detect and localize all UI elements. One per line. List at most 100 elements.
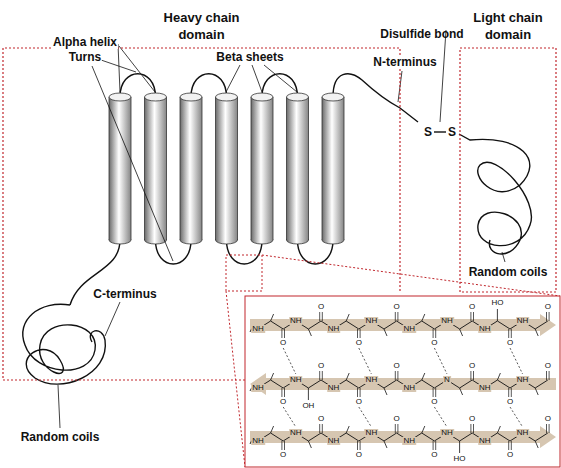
domain-column: Disulfide bond [400, 48, 460, 292]
domain-box: Light chain domain [460, 48, 556, 292]
carbonyl-bond [357, 388, 358, 397]
methyl-stub [535, 329, 538, 336]
carbonyl-bond [549, 312, 550, 321]
domain-outline [460, 48, 556, 292]
cylinder-top [251, 93, 273, 101]
methyl-stub [460, 329, 463, 336]
leader-line [58, 385, 60, 428]
methyl-stub [384, 388, 387, 395]
atom-symbol: S [423, 125, 433, 139]
cylinder-top [145, 93, 167, 101]
disulfide-line [434, 131, 446, 132]
atom-label: NH [289, 317, 303, 325]
turns [120, 74, 333, 264]
carbonyl-bond [357, 441, 358, 450]
atom-label: O [468, 415, 476, 423]
carbonyl-bond [322, 424, 323, 433]
part-label: Beta sheets [215, 50, 284, 64]
methyl-stub [535, 388, 538, 395]
cylinder-side [273, 97, 274, 240]
magnifier [226, 255, 560, 467]
leader-line [105, 302, 120, 336]
cylinder-side [344, 97, 345, 240]
carbonyl-bond [473, 371, 474, 380]
domain-heading: Heavy chain domain [146, 9, 258, 43]
carbonyl-bond [397, 312, 398, 321]
domain-heading: Disulfide bond [380, 26, 463, 43]
hydrogen-bond [434, 407, 447, 427]
cylinder-side [180, 97, 181, 240]
atom-label: O [544, 415, 552, 423]
methyl-stub [422, 314, 425, 321]
magnifier-line [262, 255, 560, 296]
atom-label: O [392, 362, 400, 370]
carbonyl-bond [360, 388, 361, 397]
cylinder-body [180, 97, 202, 240]
methyl-stub [308, 441, 311, 448]
atom-label: NH [251, 325, 265, 333]
domain-outline [3, 48, 400, 380]
hydrogen-bond [359, 348, 372, 374]
methyl-stub [460, 388, 463, 395]
atom-label: OH [301, 402, 315, 410]
atom-label: N [443, 376, 451, 384]
methyl-stub [271, 314, 274, 321]
atom-label: O [317, 415, 325, 423]
part-label: Alpha helix [52, 35, 118, 49]
domain-heading: Light chain domain [462, 9, 554, 43]
atom-symbol: S [447, 125, 457, 139]
carbonyl-bond [284, 329, 285, 338]
leader-line [226, 65, 240, 92]
carbonyl-bond [511, 388, 512, 397]
atom-label: O [317, 362, 325, 370]
carbonyl-bond [281, 441, 282, 450]
cylinder-side [286, 97, 287, 240]
methyl-stub [384, 329, 387, 336]
methyl-stub [422, 373, 425, 380]
methyl-stub [271, 373, 274, 380]
atom-label: O [506, 339, 514, 347]
atom-label: NH [289, 429, 303, 437]
carbonyl-bond [281, 329, 282, 338]
atom-label: O [279, 339, 287, 347]
leader-line [502, 252, 505, 262]
atom-label: O [544, 303, 552, 311]
leader-line [118, 44, 120, 92]
atom-label: NH [478, 325, 492, 333]
atom-label: O [355, 339, 363, 347]
cylinder-side [144, 97, 145, 240]
cylinder-side [131, 97, 132, 240]
part-label: Random coils [20, 430, 101, 444]
atom-label: HO [490, 299, 504, 307]
cylinder-top [322, 93, 344, 101]
carbonyl-bond [360, 441, 361, 450]
helix-cylinder [322, 93, 344, 244]
atom-label: NH [365, 429, 379, 437]
strand-arrow [250, 426, 556, 448]
atom-label: O [392, 415, 400, 423]
atom-label: O [279, 451, 287, 459]
hydrogen-bond [359, 407, 372, 427]
cylinder-body [251, 97, 273, 240]
atom-label: NH [440, 429, 454, 437]
carbonyl-bond [508, 441, 509, 450]
part-label: Turns [68, 50, 102, 64]
atom-label: NH [402, 384, 416, 392]
carbonyl-bond [435, 388, 436, 397]
cylinder-top [287, 93, 309, 101]
cylinder-top [180, 93, 202, 101]
cylinder-side [109, 97, 110, 240]
cylinder-side [215, 97, 216, 240]
carbonyl-bond [470, 371, 471, 380]
carbonyl-bond [322, 312, 323, 321]
strand-arrow [250, 373, 556, 395]
cylinder-side [308, 97, 309, 240]
atom-label: NH [516, 317, 530, 325]
methyl-stub [308, 329, 311, 336]
cylinder-top [109, 93, 131, 101]
atom-label: NH [478, 437, 492, 445]
methyl-stub [346, 373, 349, 380]
atom-label: NH [402, 437, 416, 445]
atom-label: O [506, 451, 514, 459]
